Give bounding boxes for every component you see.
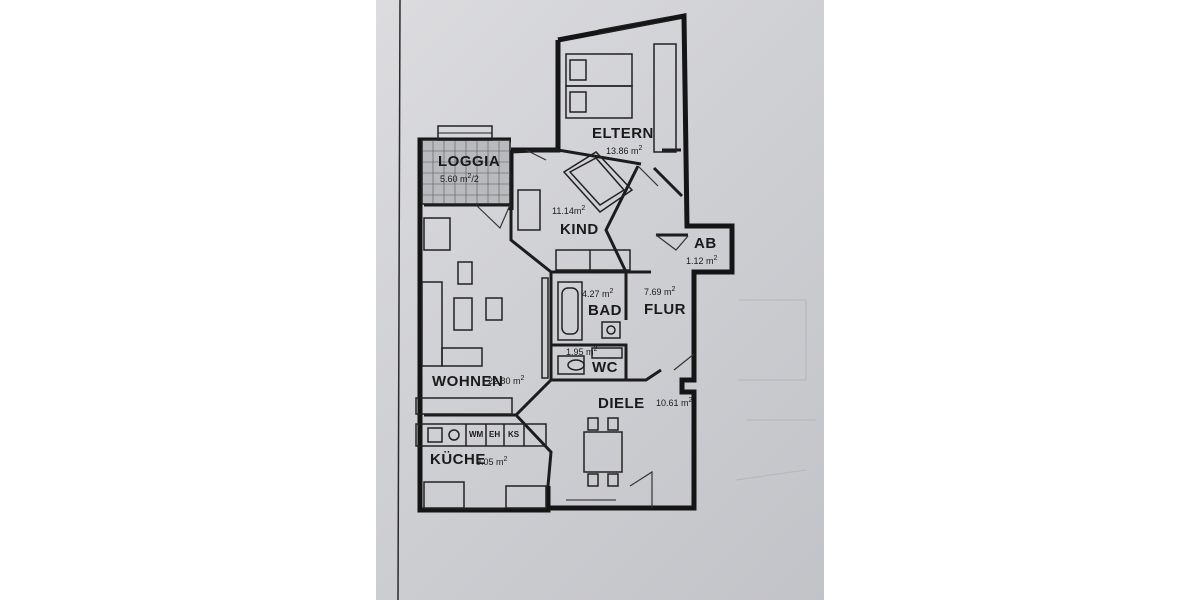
door-swings [475, 149, 695, 508]
page-edge-line [397, 0, 401, 600]
room-name-ab: AB [694, 235, 717, 252]
room-area-kind: 11.14m2 [552, 205, 586, 216]
room-name-wohnen: WOHNEN [432, 373, 504, 390]
room-area-flur: 7.69 m2 [644, 286, 676, 297]
floor-plan-photo: ELTERN 13.86 m2 LOGGIA 5.60 m2/2 11.14m2… [376, 0, 824, 600]
appliance-eh: EH [489, 430, 501, 439]
floor-plan-drawing [397, 0, 816, 600]
room-area-wc: 1.95 m2 [566, 346, 598, 357]
dining-table [583, 417, 623, 487]
room-name-kind: KIND [560, 221, 599, 238]
beds [565, 43, 677, 153]
living-furniture [415, 217, 549, 415]
room-area-bad: 4.27 m2 [582, 288, 614, 299]
windows [456, 16, 669, 510]
room-name-diele: DIELE [598, 395, 645, 412]
kitchen-counter [415, 423, 547, 509]
room-area-kueche: 9.05 m2 [476, 456, 508, 467]
appliance-wm: WM [469, 430, 484, 439]
kid-furniture [517, 151, 634, 271]
ghost-lines [735, 299, 816, 481]
bathroom-fixtures [557, 281, 623, 375]
room-name-eltern: ELTERN [592, 125, 654, 142]
room-name-loggia: LOGGIA [438, 153, 501, 170]
outer-walls [417, 12, 735, 513]
room-name-flur: FLUR [644, 301, 686, 318]
room-name-bad: BAD [588, 302, 622, 319]
loggia-tiles [421, 125, 511, 205]
room-area-loggia: 5.60 m2/2 [440, 173, 479, 184]
room-area-eltern: 13.86 m2 [606, 145, 643, 156]
room-area-ab: 1.12 m2 [686, 255, 718, 266]
room-area-diele: 10.61 m2 [656, 397, 693, 408]
appliance-ks: KS [508, 430, 520, 439]
inner-walls [424, 148, 688, 487]
room-name-wc: WC [592, 359, 618, 376]
room-name-kueche: KÜCHE [430, 451, 486, 468]
room-area-wohnen: 22.80 m2 [488, 375, 525, 386]
